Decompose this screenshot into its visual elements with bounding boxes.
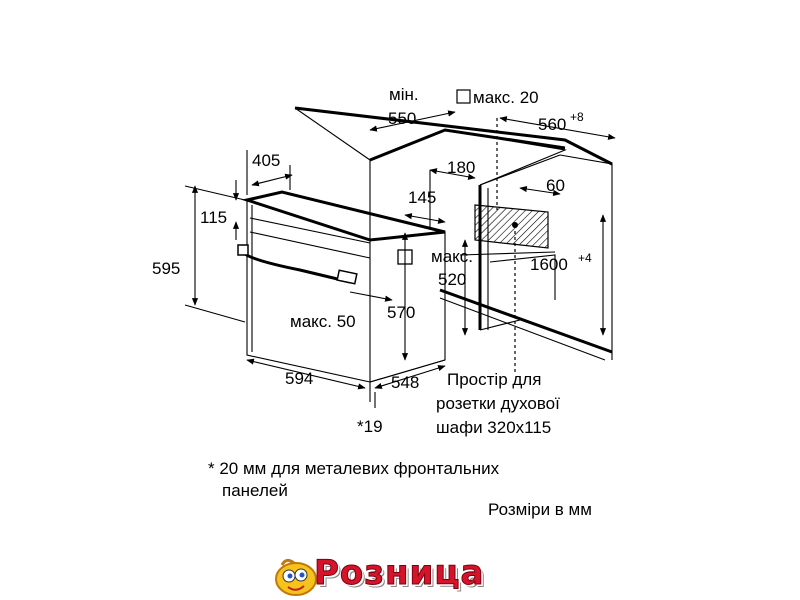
min-label: мін. [389,85,419,104]
socket-note-line2: розетки духової [436,394,560,413]
oven-body [237,190,446,383]
units-note: Розміри в мм [488,500,592,519]
footnote-line2: панелей [222,481,288,500]
dim-180: 180 [447,158,475,177]
dim-560: 560 [538,115,566,134]
socket-area [474,204,549,249]
dim-570: 570 [387,303,415,322]
brand-logo-text: Розница [314,553,485,594]
footnote: * 20 мм для металевих фронтальних панеле… [208,458,499,502]
max20-box [456,89,471,104]
dim-145: 145 [408,188,436,207]
dim-60: 60 [546,176,565,195]
dim-405: 405 [252,151,280,170]
dim-520: 520 [438,270,466,289]
dim-548: 548 [391,373,419,392]
brand-logo: Розница [272,553,532,599]
dim-600-sup: +4 [578,251,592,265]
footnote-line1: * 20 мм для металевих фронтальних [208,459,500,478]
socket-note-line3: шафи 320x115 [436,418,551,437]
dim-560-sup: +8 [570,110,584,124]
dim-max20: макс. 20 [473,88,539,107]
dim-550: 550 [388,109,416,128]
dim-595: 595 [152,259,180,278]
max-label: макс. [431,247,473,266]
dim-594: 594 [285,369,313,388]
dim-600: 1600 [530,255,568,274]
socket-note-line1: Простір для [447,370,541,389]
dim-115: 115 [200,208,227,227]
dimension-lines [184,110,616,408]
dim-max50: макс. 50 [290,312,356,331]
mascot-icon [275,558,317,596]
cabinet-niche [294,106,613,372]
dim-19: *19 [357,417,383,436]
